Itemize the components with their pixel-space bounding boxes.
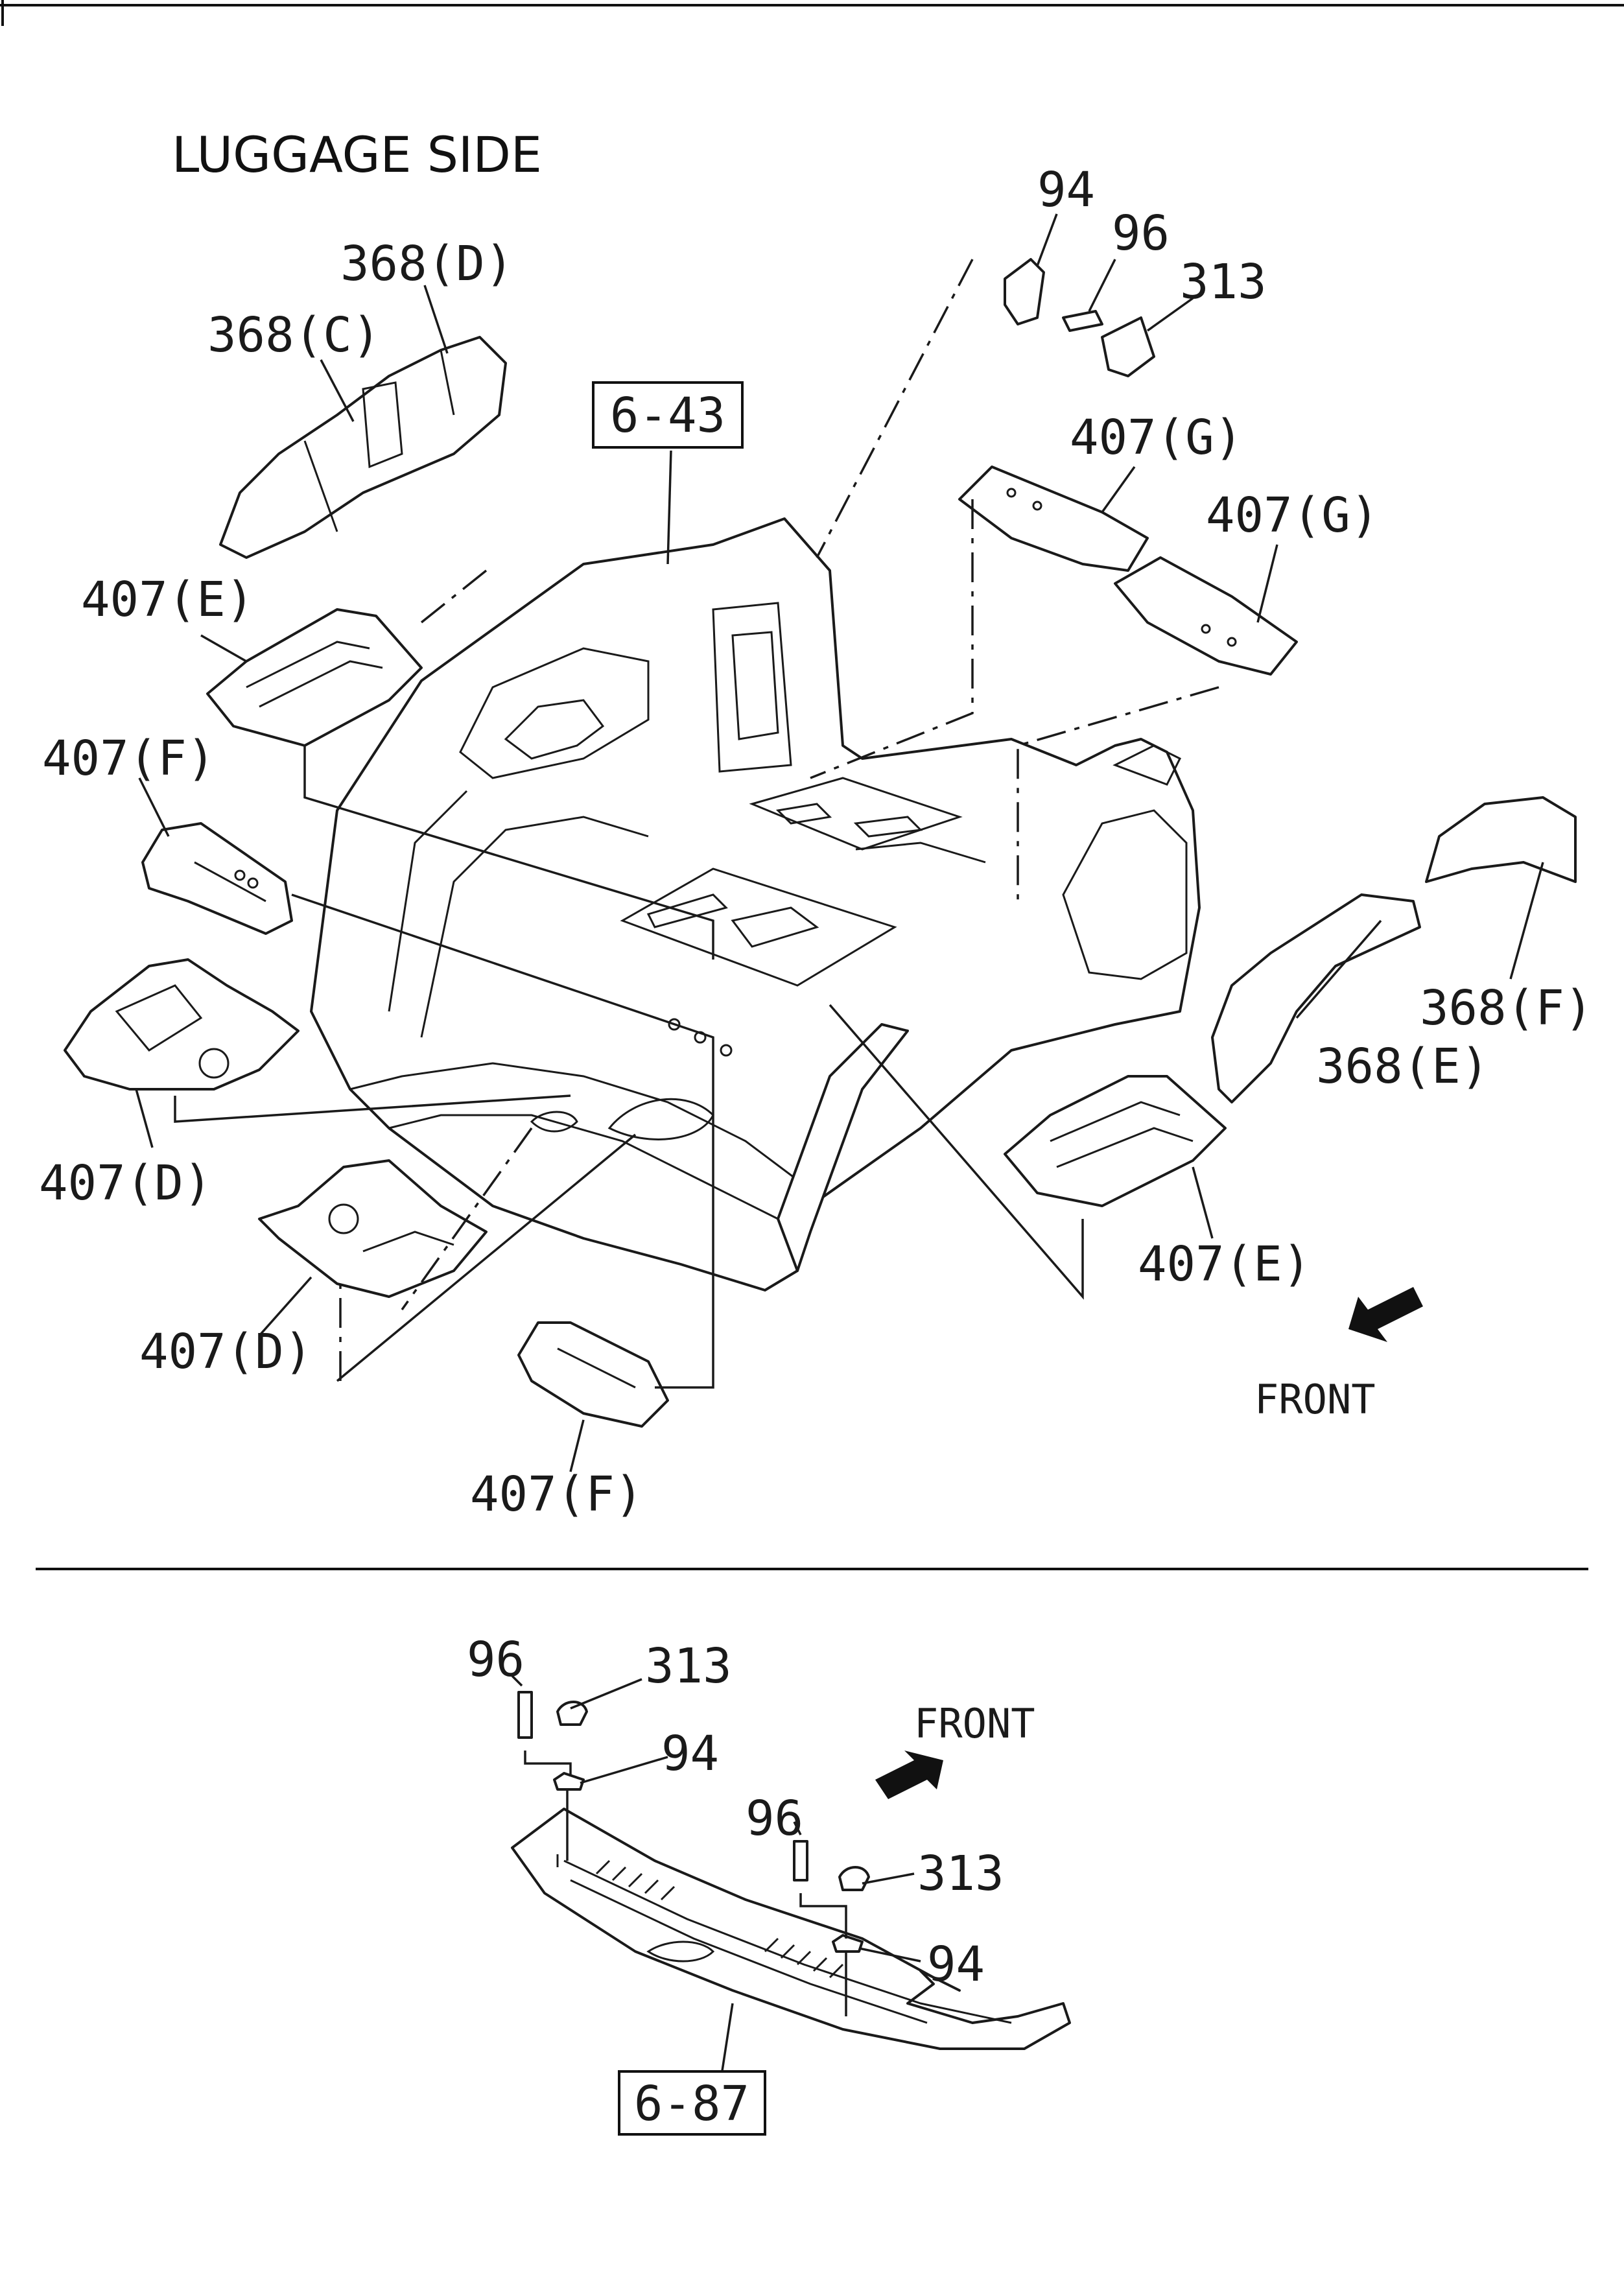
callout-94-lower-b: 94 (927, 1937, 985, 1992)
callout-368c: 368(C) (207, 307, 381, 363)
callout-368d: 368(D) (340, 236, 513, 292)
callout-407f-left: 407(F) (42, 731, 215, 786)
callout-407e-right: 407(E) (1138, 1236, 1311, 1292)
front-label-upper: FRONT (1254, 1376, 1376, 1423)
callout-313-upper: 313 (1180, 254, 1267, 310)
callout-407e-left: 407(E) (81, 572, 254, 628)
callout-407f-bottom: 407(F) (470, 1467, 643, 1522)
sill-plate-assembly (511, 1808, 1071, 2050)
floor-mat-407d-left (64, 958, 300, 1091)
callout-407g-a: 407(G) (1070, 410, 1243, 466)
callout-407d-bottom: 407(D) (139, 1324, 312, 1380)
front-label-lower: FRONT (914, 1700, 1035, 1747)
callout-96-lower-a: 96 (467, 1632, 524, 1688)
front-arrow-upper (1348, 1287, 1423, 1342)
reference-label-6-43: 6-43 (610, 388, 725, 443)
callout-94-lower-a: 94 (661, 1726, 719, 1782)
floor-mat-407f-bottom (517, 1321, 669, 1428)
upper-leaders (135, 213, 1544, 1472)
callout-94-upper: 94 (1037, 162, 1095, 218)
callout-407d-left: 407(D) (39, 1155, 212, 1211)
bracket-94-bolt-96-cap-313-upper (1004, 258, 1155, 377)
fasteners-lower (517, 1691, 870, 1953)
callout-313-lower-a: 313 (645, 1638, 732, 1694)
callout-368f: 368(F) (1420, 980, 1593, 1036)
sill-plate-ribs (595, 1859, 844, 1979)
reference-box-6-87 (618, 2070, 766, 2136)
reference-box-6-43 (592, 381, 744, 449)
floor-mat-407g-pair (958, 466, 1298, 676)
floor-mat-407f-left (141, 822, 293, 935)
front-arrow-lower (875, 1751, 943, 1799)
callout-96-upper: 96 (1112, 206, 1170, 261)
floor-mat-407e-left (206, 608, 423, 747)
lower-leaders (511, 1675, 921, 2088)
callout-96-lower-b: 96 (746, 1791, 803, 1846)
floor-mat-407e-right (1004, 1075, 1227, 1207)
callout-407g-b: 407(G) (1206, 488, 1379, 543)
wheel-liner-368c-368d (219, 336, 507, 559)
callout-368e: 368(E) (1316, 1039, 1489, 1094)
reference-label-6-87: 6-87 (634, 2076, 749, 2132)
callout-313-lower-b: 313 (917, 1846, 1004, 1902)
wheel-liner-368e-368f (1211, 796, 1577, 1103)
view-heading: LUGGAGE SIDE (172, 126, 542, 183)
upper-dashdot-lines (339, 259, 1219, 1381)
floor-mat-407d-bottom (258, 1159, 488, 1298)
